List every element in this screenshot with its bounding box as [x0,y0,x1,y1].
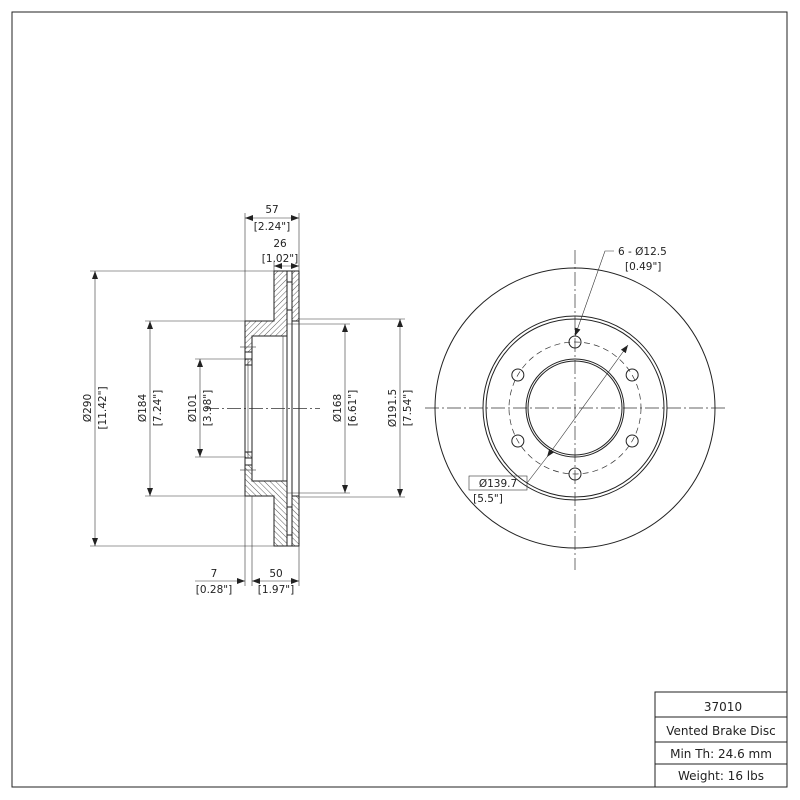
dimension-hat-thickness: 7 [0.28"] [195,496,300,596]
dim-57-mm: 57 [265,204,278,216]
side-section-view [205,270,320,547]
dimension-overall-width: 57 [2.24"] [244,204,300,321]
dim-139-7-in: [5.5"] [473,493,503,505]
dimension-inner-vent-diameter: Ø191.5 [7.54"] [299,318,414,498]
bolt-hole [511,434,525,448]
dim-57-in: [2.24"] [254,221,290,233]
section-lower [244,451,300,547]
front-view: Ø139.7 [5.5"] 6 - Ø12.5 [0.49"] [425,246,727,570]
dim-7-in: [0.28"] [196,584,232,596]
dim-7-mm: 7 [211,568,218,580]
dim-184-in: [7.24"] [152,390,164,426]
dim-191-5-in: [7.54"] [402,390,414,426]
dimension-inner-diameter: Ø168 [6.61"] [287,323,359,494]
dim-290-in: [11.42"] [97,386,109,429]
sheet-border [11,11,788,788]
dim-26-in: [1.02"] [262,253,298,265]
dimension-outer-diameter: Ø290 [11.42"] [82,270,274,547]
dim-bolt-holes-in: [0.49"] [625,261,661,273]
bolt-hole [568,467,582,481]
hat-outer-ring [482,315,668,501]
disc-outer-edge [434,267,716,549]
bolt-circle-box [468,475,528,491]
dim-50-mm: 50 [269,568,282,580]
dim-168-in: [6.61"] [347,390,359,426]
dim-101-mm: Ø101 [187,394,199,422]
part-description: Vented Brake Disc [666,724,775,738]
dimension-hat-diameter: Ø184 [7.24"] [137,320,245,497]
dim-101-in: [3.98"] [202,390,214,426]
min-thickness: Min Th: 24.6 mm [670,747,772,761]
dim-139-7-mm: Ø139.7 [479,478,517,490]
dimension-center-bore: Ø101 [3.98"] [187,358,245,458]
bolt-circle-leader [546,344,629,458]
bolt-hole-leader [574,250,614,337]
dim-290-mm: Ø290 [82,394,94,422]
dim-bolt-holes-mm: 6 - Ø12.5 [618,246,667,258]
dimension-hat-height: 50 [1.97"] [252,568,299,596]
dim-184-mm: Ø184 [137,394,149,423]
section-upper [244,270,300,366]
hat-inner-ring [485,318,665,498]
bolt-hole [511,368,525,382]
part-number: 37010 [704,700,742,714]
dim-50-in: [1.97"] [258,584,294,596]
bolt-hole [625,368,639,382]
dim-191-5-mm: Ø191.5 [387,389,399,427]
weight: Weight: 16 lbs [678,769,764,783]
title-block: 37010 Vented Brake Disc Min Th: 24.6 mm … [654,691,788,788]
dim-168-mm: Ø168 [332,394,344,422]
bolt-circle [508,341,642,475]
dim-26-mm: 26 [273,238,287,250]
dimension-disc-thickness: 26 [1.02"] [262,238,299,271]
